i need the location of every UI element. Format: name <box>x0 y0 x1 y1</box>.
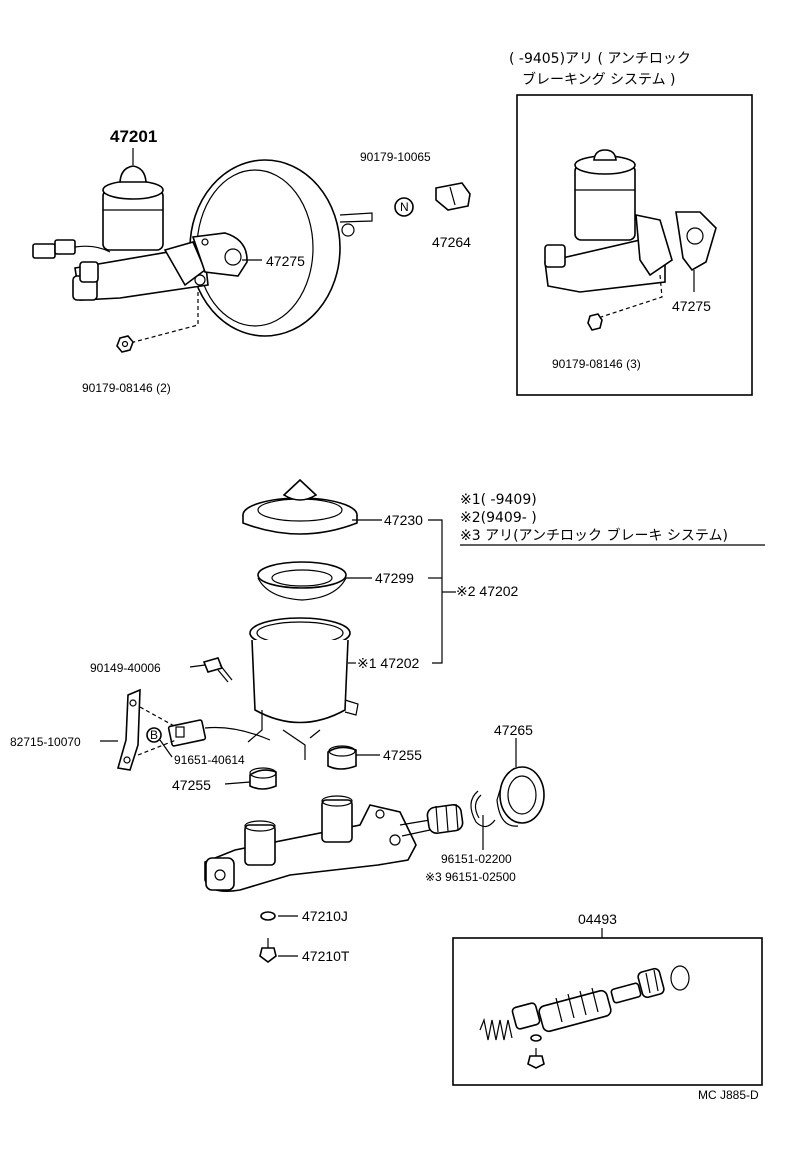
label-90179-10065: 90179-10065 <box>360 150 431 164</box>
abs-label-90179-08146-3: 90179-08146 (3) <box>552 357 641 371</box>
main-exploded-view <box>100 478 545 963</box>
note-1: ※1( -9409) <box>460 492 537 508</box>
label-47210T: 47210T <box>302 948 350 964</box>
label-47202-note1: ※1 47202 <box>357 655 420 671</box>
label-47210J: 47210J <box>302 908 348 924</box>
repair-kit-box <box>452 928 763 1086</box>
abs-label-47275: 47275 <box>672 298 711 314</box>
label-47264: 47264 <box>432 234 471 250</box>
label-90149-40006: 90149-40006 <box>90 661 161 675</box>
abs-header-line1: ( -9405)アリ ( アンチロック <box>509 51 691 67</box>
label-47230: 47230 <box>384 512 423 528</box>
label-96151-02200: 96151-02200 <box>441 852 512 866</box>
b-symbol: B <box>150 728 158 742</box>
note-2: ※2(9409- ) <box>460 510 537 526</box>
abs-header-line2: ブレーキング システム ) <box>522 71 676 88</box>
label-91651-40614: 91651-40614 <box>174 753 245 767</box>
label-96151-02500: ※3 96151-02500 <box>425 870 516 884</box>
label-90179-08146-2: 90179-08146 (2) <box>82 381 171 395</box>
abs-variant-box <box>516 94 753 396</box>
nut-n-symbol: N <box>400 200 409 214</box>
label-47275: 47275 <box>266 253 305 269</box>
label-47265: 47265 <box>494 722 533 738</box>
label-47255-left: 47255 <box>172 777 211 793</box>
note-3: ※3 アリ(アンチロック ブレーキ システム) <box>460 527 728 544</box>
label-47299: 47299 <box>375 570 414 586</box>
label-47201: 47201 <box>110 127 157 146</box>
nut-90179-08146 <box>116 335 134 353</box>
label-04493: 04493 <box>578 911 617 927</box>
diagram-reference-code: MC J885-D <box>698 1088 759 1102</box>
label-82715-10070: 82715-10070 <box>10 735 81 749</box>
label-47255-right: 47255 <box>383 747 422 763</box>
master-cylinder-assembly-top <box>32 148 471 353</box>
label-47202-note2: ※2 47202 <box>456 583 519 599</box>
